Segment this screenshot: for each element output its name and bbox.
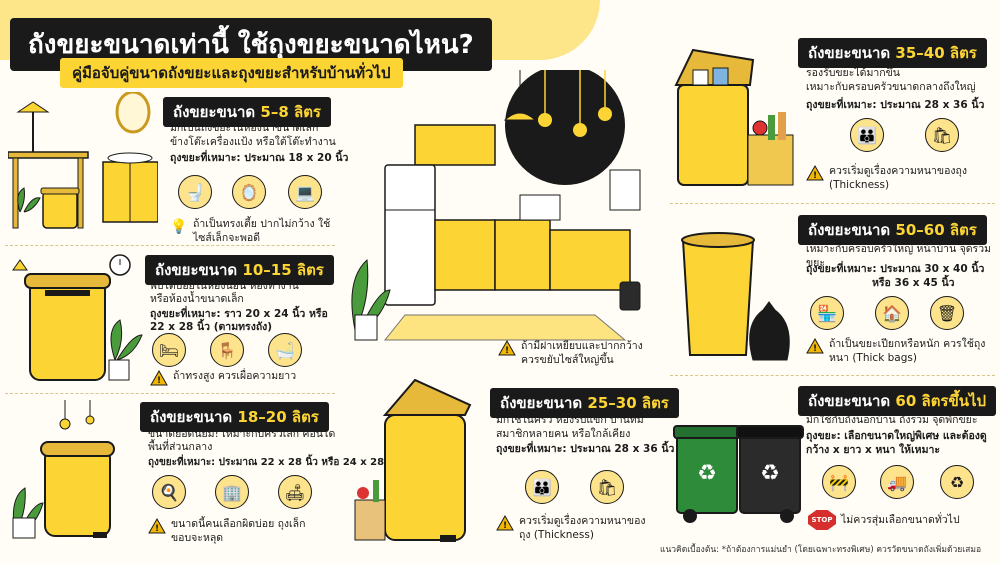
section-18-20-bag-size: ถุงขยะที่เหมาะ: ประมาณ 22 x 28 นิ้ว หรือ… — [148, 457, 401, 468]
recycle-icon: ♻ — [940, 465, 974, 499]
bathtub-icon: 🛁 — [268, 333, 302, 367]
section-25-30-desc-1: มักใช้ในครัว ห้องรับแขก บ้านที่มี — [496, 414, 644, 426]
sofa-icon: 🛋 — [278, 475, 312, 509]
family-icon: 👪 — [850, 118, 884, 152]
kitchen-tip-text: ถ้ามีฝาเหยียบและปากกว้าง ควรขยับไซส์ใหญ่… — [521, 340, 643, 366]
section-60-plus-bag-size-1: ถุงขยะ: เลือกขนาดใหญ่พิเศษ และต้องดู — [806, 430, 987, 442]
grocery-bag-icon: 🛍 — [925, 118, 959, 152]
shop-icon: 🏪 — [810, 296, 844, 330]
section-18-20-tip-text: ขนาดนี้คนเลือกผิดบ่อย ถุงเล็กขอบจะหลุด — [171, 518, 306, 544]
section-10-15-desc-1: พบได้บ่อยในห้องนอน ห้องทำงาน — [150, 280, 299, 292]
toilet-icon: 🚽 — [178, 175, 212, 209]
section-25-30-tip: ! ควรเริ่มดูเรื่องความหนาของถุง (Thickne… — [496, 515, 656, 542]
section-50-60-heading: ถังขยะขนาด 50–60 ลิตร — [798, 215, 987, 245]
house-icon: 🏠 — [875, 296, 909, 330]
section-50-60-tip-text: ถ้าเป็นขยะเปียกหรือหนัก ควรใช้ถุงหนา (Th… — [829, 338, 986, 364]
section-5-8-tip: 💡 ถ้าเป็นทรงเตี้ย ปากไม่กว้าง ใช้ไซส์เล็… — [170, 218, 340, 245]
section-50-60-bag-size-2: หรือ 36 x 45 นิ้ว — [872, 277, 955, 289]
section-10-15-tip: ! ถ้าทรงสูง ควรเผื่อความยาว — [150, 370, 296, 386]
stove-icon: 🍳 — [152, 475, 186, 509]
warning-icon: ! — [806, 165, 824, 181]
divider — [5, 393, 335, 394]
section-5-8-desc-1: มักเป็นถังขยะในห้องน้ำขนาดเล็ก — [170, 122, 319, 134]
section-18-20-tip: ! ขนาดนี้คนเลือกผิดบ่อย ถุงเล็กขอบจะหลุด — [148, 518, 318, 545]
svg-text:!: ! — [813, 344, 817, 354]
mirror-icon: 🪞 — [232, 175, 266, 209]
divider — [5, 245, 335, 246]
footer-note: แนวคิดเบื้องต้น: *ถ้าต้องการแม่นยำ (โดยเ… — [660, 545, 982, 555]
section-10-15-tip-text: ถ้าทรงสูง ควรเผื่อความยาว — [173, 370, 297, 382]
kitchen-pedal-bin-illustration — [354, 378, 472, 542]
section-18-20-heading: ถังขยะขนาด 18–20 ลิตร — [140, 402, 329, 432]
svg-text:!: ! — [503, 521, 507, 531]
bin-icon: 🗑 — [930, 296, 964, 330]
section-18-20-desc-2: พื้นที่ส่วนกลาง — [148, 441, 213, 453]
large-bin-illustration — [674, 48, 794, 186]
desk-icon: 🪑 — [210, 333, 244, 367]
page-subtitle: คู่มือจับคู่ขนาดถังขยะและถุงขยะสำหรับบ้า… — [60, 58, 403, 88]
pedal-bin-illustration — [12, 400, 115, 539]
section-50-60-tip: ! ถ้าเป็นขยะเปียกหรือหนัก ควรใช้ถุงหนา (… — [806, 338, 991, 365]
section-5-8-tip-text: ถ้าเป็นทรงเตี้ย ปากไม่กว้าง ใช้ไซส์เล็กจ… — [193, 218, 331, 244]
divider — [670, 203, 995, 204]
svg-text:!: ! — [813, 171, 817, 181]
section-60-plus-heading: ถังขยะขนาด 60 ลิตรขึ้นไป — [798, 386, 997, 416]
bathroom-desk-illustration — [8, 92, 158, 229]
warning-icon: ! — [806, 338, 824, 354]
grocery-bag-icon: 🛍 — [590, 470, 624, 504]
stop-icon: STOP — [808, 510, 836, 530]
section-50-60-bag-size-1: ถุงขยะที่เหมาะ: ประมาณ 30 x 40 นิ้ว — [806, 263, 985, 275]
section-60-plus-desc-1: มักใช้กับถังนอกบ้าน ถังรวม จุดพักขยะ — [806, 414, 978, 426]
svg-text:!: ! — [155, 524, 159, 534]
section-25-30-desc-2: สมาชิกหลายคน หรือใกล้เคียง — [496, 428, 631, 440]
section-10-15-bag-size-1: ถุงขยะที่เหมาะ: ราว 20 x 24 นิ้ว หรือ — [150, 308, 328, 320]
section-35-40-heading: ถังขยะขนาด 35–40 ลิตร — [798, 38, 987, 68]
section-50-60-desc-1: เหมาะกับครอบครัวใหญ่ หน้าบ้าน จุดรวมขยะ — [806, 243, 992, 269]
lightbulb-icon: 💡 — [170, 219, 188, 235]
section-18-20-desc-1: ขนาดยอดนิยม! เหมาะกับครัวเล็ก คอนโด — [148, 428, 336, 440]
warning-icon: ! — [148, 518, 166, 534]
section-10-15-heading: ถังขยะขนาด 10–15 ลิตร — [145, 255, 334, 285]
kitchen-illustration — [351, 70, 641, 341]
section-60-plus-tip: STOP ไม่ควรสุ่มเลือกขนาดทั่วไป — [808, 510, 960, 530]
section-60-plus-tip-text: ไม่ควรสุ่มเลือกขนาดทั่วไป — [841, 514, 960, 526]
bed-icon: 🛏 — [152, 333, 186, 367]
section-25-30-tip-text: ควรเริ่มดูเรื่องความหนาของถุง (Thickness… — [519, 515, 646, 541]
section-5-8-desc-2: ข้างโต๊ะเครื่องแป้ง หรือใต้โต๊ะทำงาน — [170, 136, 336, 148]
section-35-40-tip-text: ควรเริ่มดูเรื่องความหนาของถุง (Thickness… — [829, 165, 968, 191]
svg-text:!: ! — [505, 346, 509, 356]
fence-icon: 🚧 — [822, 465, 856, 499]
section-10-15-bag-size-2: 22 x 28 นิ้ว (ตามทรงถัง) — [150, 321, 273, 333]
svg-text:!: ! — [157, 376, 161, 386]
section-60-plus-bag-size-2: กว้าง x ยาว x หนา ให้เหมาะ — [806, 444, 941, 456]
section-5-8-heading: ถังขยะขนาด 5–8 ลิตร — [163, 97, 331, 127]
family-icon: 👪 — [525, 470, 559, 504]
kitchen-tip: ! ถ้ามีฝาเหยียบและปากกว้าง ควรขยับไซส์ให… — [498, 340, 648, 367]
wheelie-bins-illustration: ♻ ♻ — [673, 425, 804, 523]
building-icon: 🏢 — [215, 475, 249, 509]
section-35-40-tip: ! ควรเริ่มดูเรื่องความหนาของถุง (Thickne… — [806, 165, 986, 192]
svg-text:♻: ♻ — [697, 461, 717, 486]
section-10-15-desc-2: หรือห้องน้ำขนาดเล็ก — [150, 293, 244, 305]
section-25-30-bag-size: ถุงขยะที่เหมาะ: ประมาณ 28 x 36 นิ้ว — [496, 443, 675, 455]
big-bin-with-bag-illustration — [681, 232, 790, 361]
warning-icon: ! — [496, 515, 514, 531]
section-5-8-bag-size: ถุงขยะที่เหมาะ: ประมาณ 18 x 20 นิ้ว — [170, 152, 349, 164]
svg-text:♻: ♻ — [760, 461, 780, 486]
section-25-30-heading: ถังขยะขนาด 25–30 ลิตร — [490, 388, 679, 418]
truck-icon: 🚚 — [880, 465, 914, 499]
section-35-40-desc-1: รองรับขยะได้มากขึ้น — [806, 67, 900, 79]
section-35-40-desc-2: เหมาะกับครอบครัวขนาดกลางถึงใหญ่ — [806, 81, 976, 93]
bedroom-bin-illustration — [12, 254, 143, 381]
warning-icon: ! — [498, 340, 516, 356]
warning-icon: ! — [150, 370, 168, 386]
section-35-40-bag-size: ถุงขยะที่เหมาะ: ประมาณ 28 x 36 นิ้ว — [806, 99, 985, 111]
laptop-icon: 💻 — [288, 175, 322, 209]
divider — [670, 375, 995, 376]
